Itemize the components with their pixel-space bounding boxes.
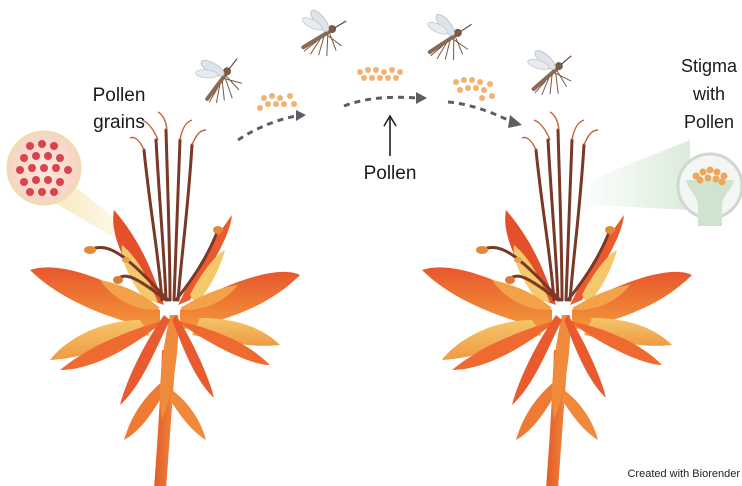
mosquito-icon	[522, 39, 581, 101]
pollen-grains-label: Pollen grains	[84, 82, 154, 136]
pollen-cluster	[257, 93, 297, 111]
mosquito-icon	[423, 7, 477, 64]
stigma-with-pollen-label: Stigma with Pollen	[676, 52, 742, 136]
arrow-up-icon	[384, 116, 396, 156]
pollen-cluster	[453, 77, 495, 101]
credit-text: Created with Biorender	[600, 468, 740, 480]
pollen-grains-line-2: grains	[84, 109, 154, 136]
magnifier-beam-right	[590, 140, 690, 210]
pollen-label: Pollen	[360, 163, 420, 185]
pollen-cluster	[357, 67, 403, 81]
stigma-magnifier	[678, 154, 742, 226]
mosquito-icon	[298, 3, 350, 59]
dashed-arrow-icon	[238, 97, 512, 140]
stigma-line-2: with	[676, 80, 742, 108]
pollen-grains-magnifier	[8, 132, 80, 204]
pollen-grains-line-1: Pollen	[84, 82, 154, 109]
mosquito-icon	[188, 43, 253, 109]
stigma-line-3: Pollen	[676, 108, 742, 136]
stigma-line-1: Stigma	[676, 52, 742, 80]
